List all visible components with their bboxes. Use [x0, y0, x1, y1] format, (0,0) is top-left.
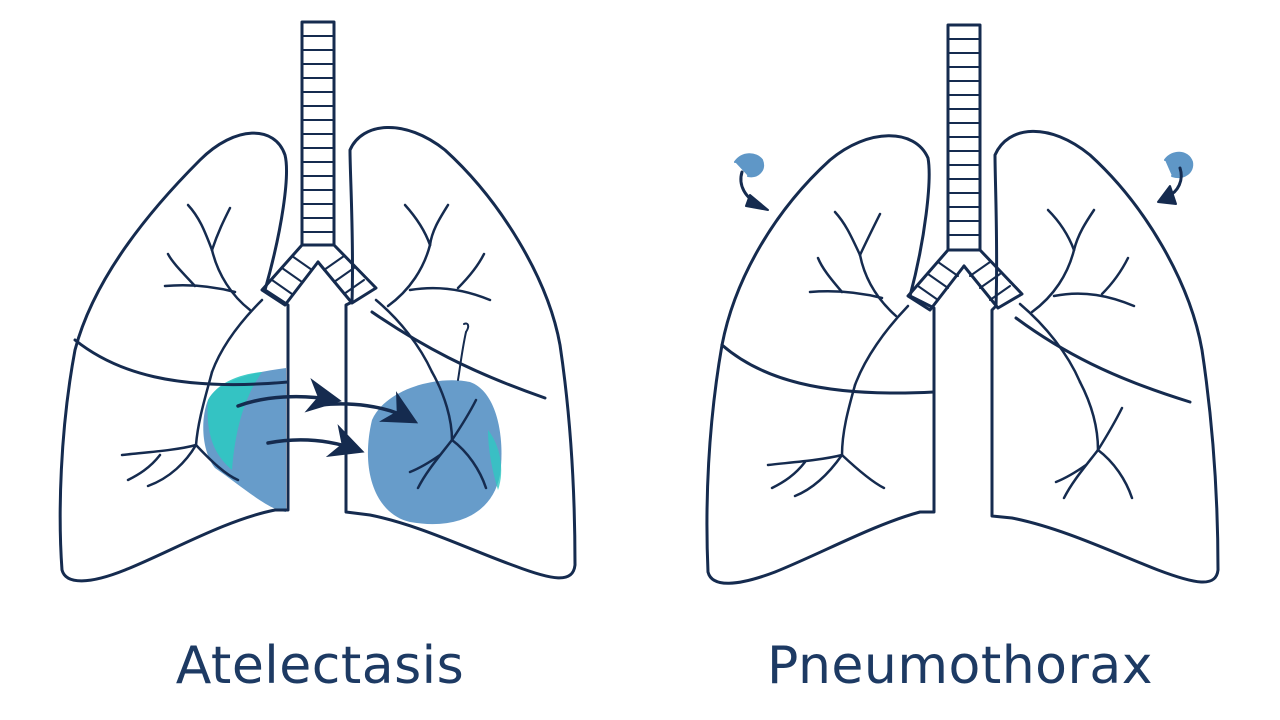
lung-outline [58, 131, 290, 583]
collapse-arrow-icon [734, 153, 769, 211]
arrow-icon [236, 378, 342, 413]
lung-outline [344, 126, 577, 580]
fissure-right [720, 343, 936, 395]
collapse-arrow-icon [1157, 151, 1194, 205]
bronchial-tree [766, 210, 910, 498]
fissure-right [73, 338, 290, 387]
fissure-left [1014, 316, 1192, 404]
collapsed-area-left-lung [367, 380, 502, 525]
collapsed-accent-teal [207, 372, 262, 470]
trachea-rings [947, 38, 981, 236]
collapsed-accent-teal-2 [488, 430, 502, 490]
lung-outline [990, 129, 1220, 584]
bronchial-tree [374, 203, 492, 490]
pneumothorax-panel [705, 23, 1220, 585]
lung-outline [705, 134, 936, 585]
arrow-icon [318, 391, 419, 424]
atelectasis-panel [58, 20, 577, 583]
caption-pneumothorax: Pneumothorax [767, 636, 1153, 696]
arrow-icon [266, 424, 365, 458]
caption-atelectasis: Atelectasis [175, 636, 465, 696]
bronchial-tree [120, 203, 264, 488]
fissure-left [370, 310, 547, 400]
bronchial-tree [1018, 208, 1136, 500]
trachea-rings [301, 35, 335, 233]
